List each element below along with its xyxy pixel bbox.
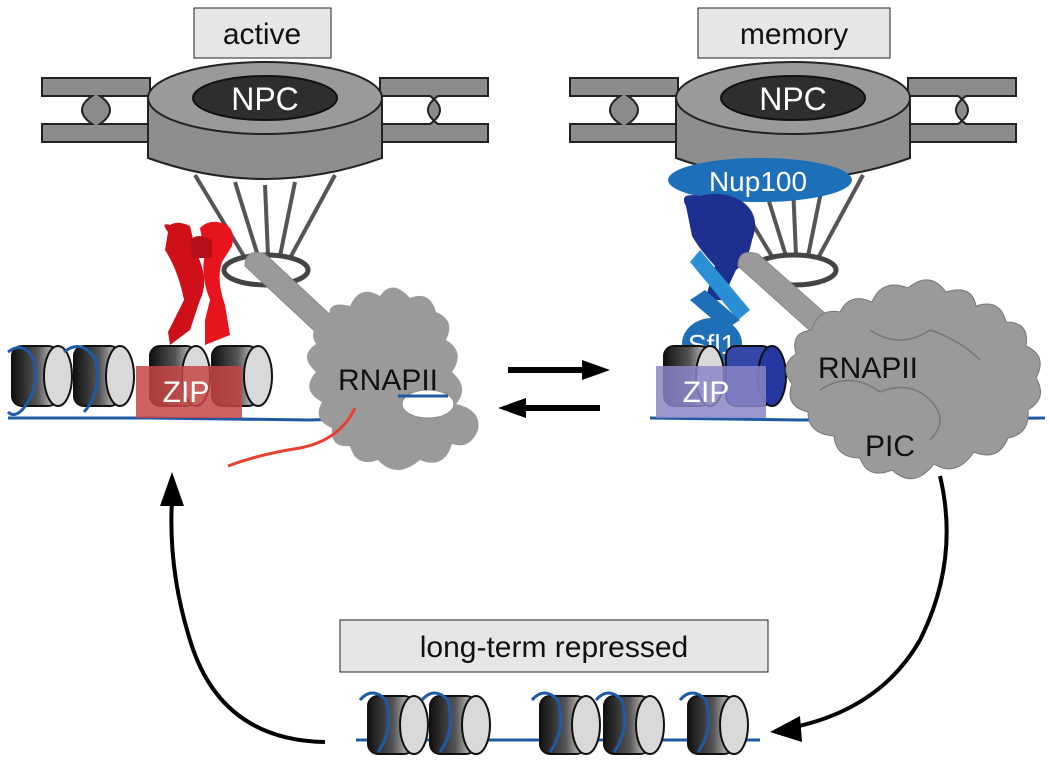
npc-left-label: NPC: [231, 81, 299, 117]
memory-label: memory: [740, 18, 848, 51]
nuclear-envelope-right: [569, 77, 1017, 143]
rnapii-left: RNAPII: [307, 287, 479, 470]
active-label: active: [223, 18, 301, 51]
nucleosome: [63, 345, 135, 414]
rnapii-arm-left: [244, 252, 339, 339]
nucleosome: [603, 695, 665, 755]
rnapii-arm-right: [737, 252, 836, 339]
dna-wraps-bottom: [358, 691, 711, 753]
nucleosome: [429, 695, 491, 755]
memory-panel: memory NPC Nup100: [569, 7, 1046, 480]
memory-label-box: memory: [697, 7, 891, 59]
nup100-label: Nup100: [709, 166, 807, 197]
zip-box-left: ZIP: [136, 366, 242, 418]
nucleosome: [6, 345, 73, 417]
npc-right-label: NPC: [759, 81, 827, 117]
nucleosomes-repressed: [367, 695, 749, 755]
cycle-arrows: [160, 472, 949, 744]
equilibrium-arrows: [498, 360, 610, 418]
nup100: Nup100: [668, 158, 852, 202]
nucleosome: [539, 695, 601, 755]
active-label-box: active: [193, 7, 332, 59]
nuclear-envelope-left: [41, 77, 489, 143]
long-term-panel: long-term repressed: [339, 619, 769, 755]
nucleosomes-active: [6, 345, 273, 417]
activator-dimer-red: [164, 221, 234, 345]
rnapii-left-label: RNAPII: [338, 364, 438, 397]
sfl1-dimer: Sfl1: [682, 193, 756, 370]
zip-left-label: ZIP: [163, 376, 210, 409]
zip-box-right: ZIP: [656, 366, 766, 418]
nucleosome: [687, 695, 749, 755]
rnapii-pic-complex: RNAPII PIC: [785, 279, 1041, 480]
npc-left: NPC: [147, 61, 383, 180]
zip-right-label: ZIP: [683, 376, 730, 409]
npc-right: NPC: [675, 61, 911, 180]
transcript-rna: [227, 407, 357, 468]
long-term-label-box: long-term repressed: [339, 619, 769, 673]
rnapii-right-label: RNAPII: [818, 352, 918, 385]
long-term-label: long-term repressed: [420, 631, 688, 664]
pic-label: PIC: [865, 430, 915, 463]
active-panel: active NPC: [6, 7, 489, 470]
nucleosome: [367, 695, 429, 755]
